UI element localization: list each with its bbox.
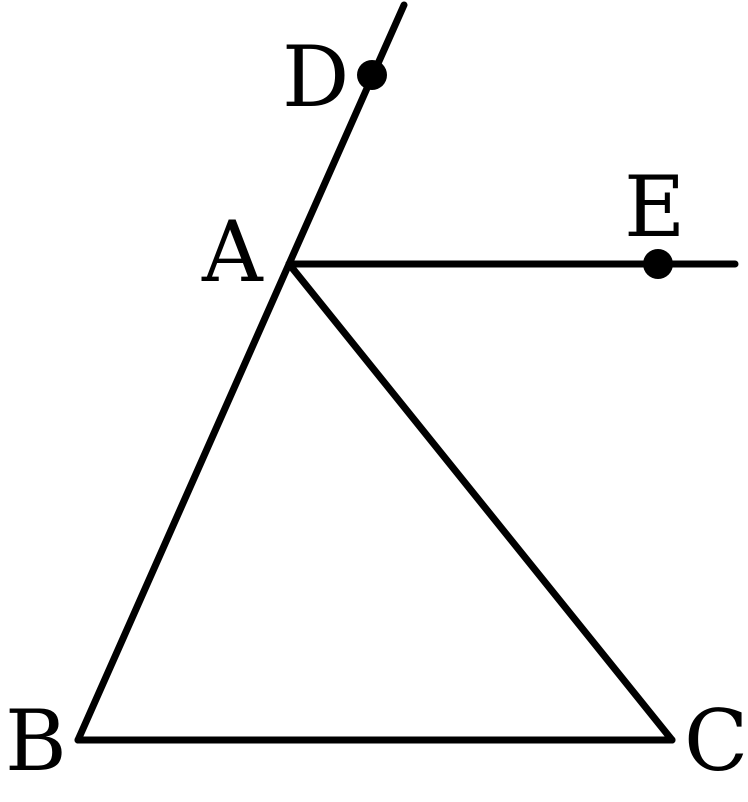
label-c: C [684,692,748,790]
segment-ac [285,260,676,744]
ray-ad [285,1,408,268]
label-d: D [282,28,349,126]
label-b: B [5,692,67,790]
point-e-dot [643,249,673,279]
point-d-dot [357,60,387,90]
label-a: A [201,203,264,301]
label-e: E [624,158,685,256]
segment-ab [74,260,293,744]
